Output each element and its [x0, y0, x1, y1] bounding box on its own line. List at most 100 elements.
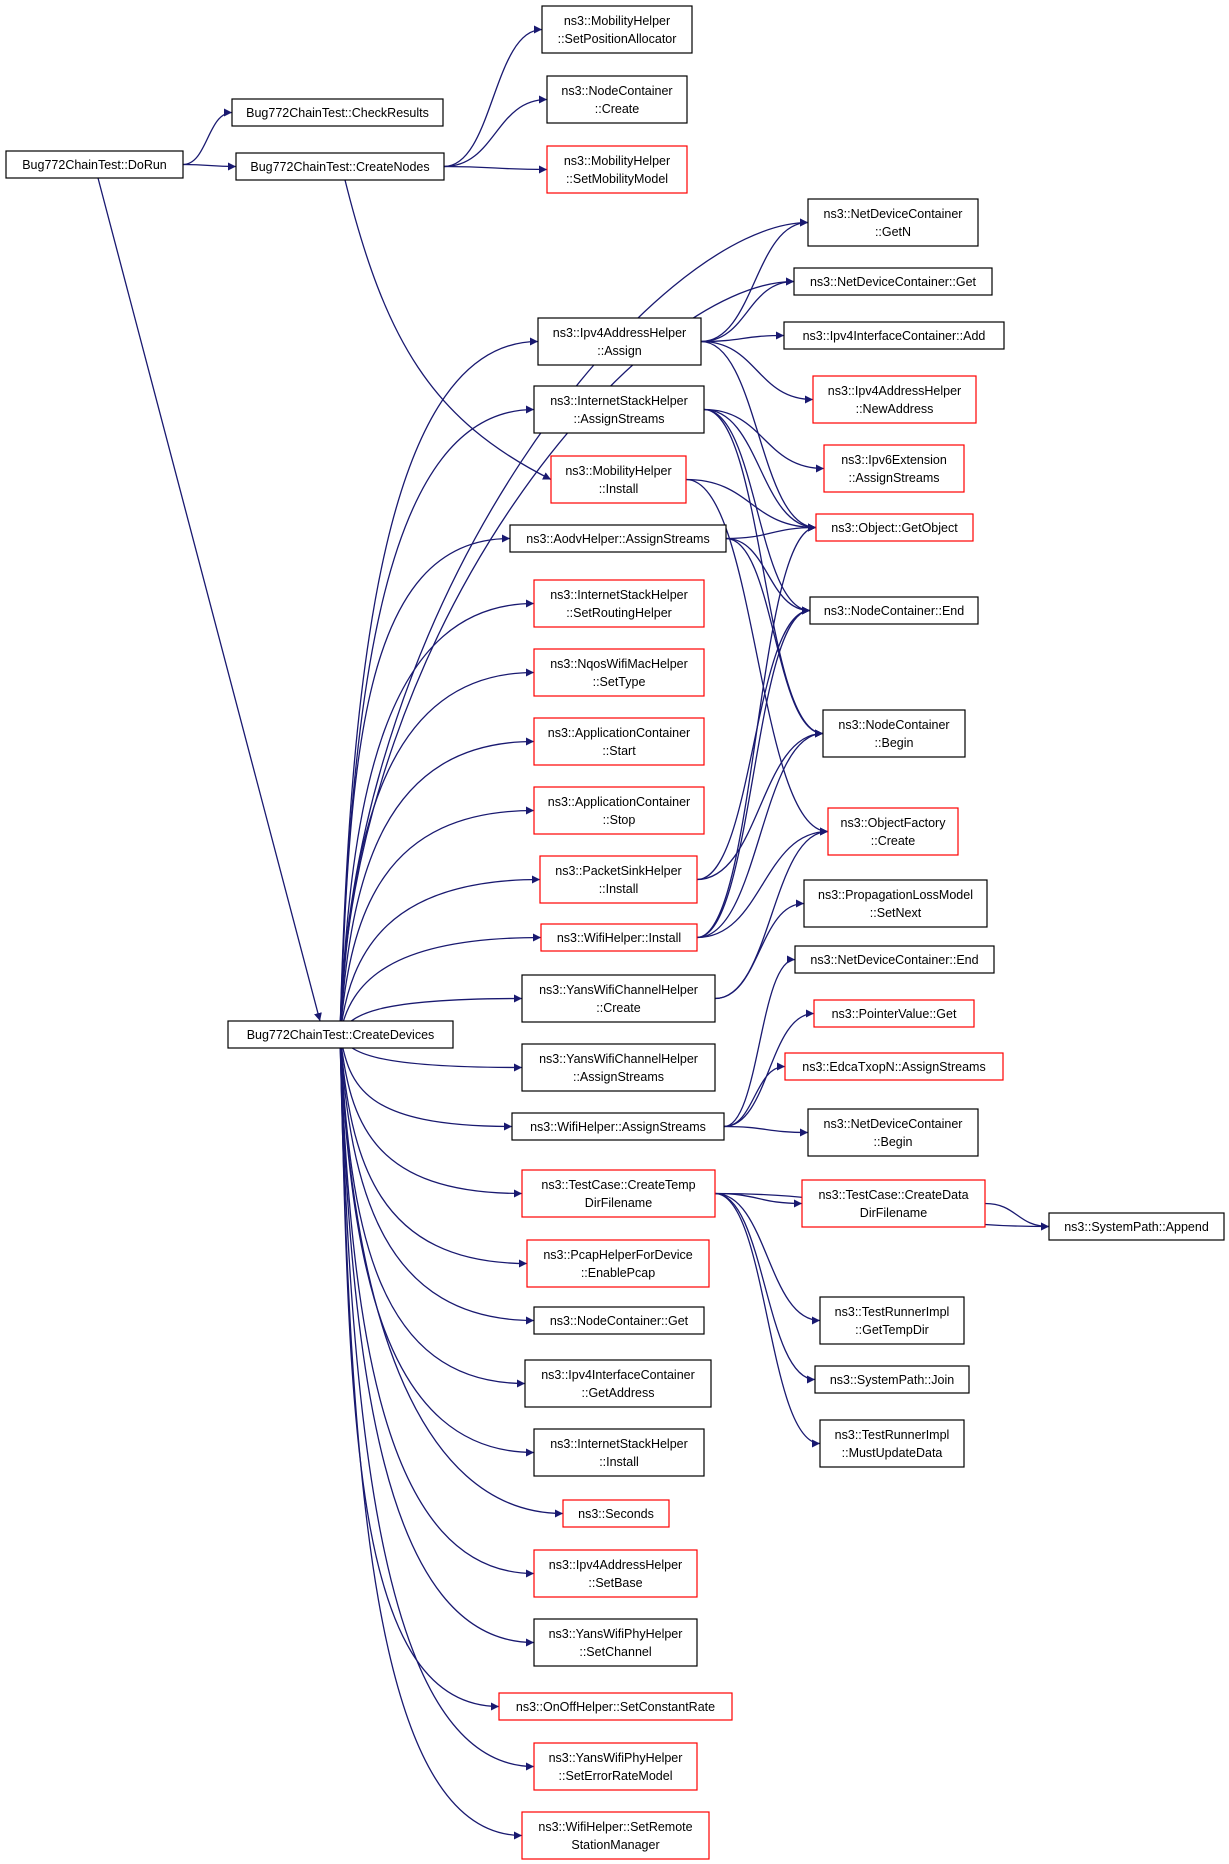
- node-mob_install[interactable]: ns3::MobilityHelper::Install: [550, 455, 687, 504]
- node-ywch_assign[interactable]: ns3::YansWifiChannelHelper::AssignStream…: [521, 1043, 716, 1092]
- edge-ish_assignstreams-to-obj_getobject: [703, 408, 817, 532]
- node-app_start[interactable]: ns3::ApplicationContainer::Start: [533, 717, 705, 766]
- node-box-mob_setpos: [541, 5, 693, 54]
- node-nc_get[interactable]: ns3::NodeContainer::Get: [533, 1306, 705, 1335]
- node-ywch_create[interactable]: ns3::YansWifiChannelHelper::Create: [521, 974, 716, 1023]
- edge-ish_assignstreams-to-ipv6ext_assign: [703, 408, 825, 473]
- node-onoff_setrate[interactable]: ns3::OnOffHelper::SetConstantRate: [498, 1692, 733, 1721]
- node-tri_gettemp[interactable]: ns3::TestRunnerImpl::GetTempDir: [819, 1296, 965, 1345]
- node-ish_assignstreams[interactable]: ns3::InternetStackHelper::AssignStreams: [533, 385, 705, 434]
- node-ndc_get[interactable]: ns3::NetDeviceContainer::Get: [793, 267, 993, 296]
- edge-createdevices-to-ywph_seterror: [339, 1034, 535, 1771]
- edge-ipv4addr_assign-to-ipv4ic_add: [700, 331, 785, 343]
- edge-createdevices-to-ipv4addr_assign: [339, 337, 539, 1036]
- node-sp_join[interactable]: ns3::SystemPath::Join: [814, 1365, 970, 1394]
- node-label-pcap_enable-1: ::EnablePcap: [581, 1266, 655, 1280]
- node-ipv4addr_newaddr[interactable]: ns3::Ipv4AddressHelper::NewAddress: [812, 375, 977, 424]
- node-box-wifi_assign: [511, 1112, 725, 1141]
- node-label-ywph_setchannel-0: ns3::YansWifiPhyHelper: [549, 1627, 683, 1641]
- node-wifi_assign[interactable]: ns3::WifiHelper::AssignStreams: [511, 1112, 725, 1141]
- node-label-ndc_getn-0: ns3::NetDeviceContainer: [824, 207, 963, 221]
- node-objfac_create[interactable]: ns3::ObjectFactory::Create: [827, 807, 959, 856]
- node-label-nc_begin-1: ::Begin: [875, 736, 914, 750]
- node-ywph_seterror[interactable]: ns3::YansWifiPhyHelper::SetErrorRateMode…: [533, 1742, 698, 1791]
- node-seconds[interactable]: ns3::Seconds: [562, 1499, 670, 1528]
- node-box-nc_create: [546, 75, 688, 124]
- node-mob_setmodel[interactable]: ns3::MobilityHelper::SetMobilityModel: [546, 145, 688, 194]
- node-createnodes[interactable]: Bug772ChainTest::CreateNodes: [235, 152, 445, 181]
- node-ipv4ic_getaddr[interactable]: ns3::Ipv4InterfaceContainer::GetAddress: [524, 1359, 712, 1408]
- node-mob_setpos[interactable]: ns3::MobilityHelper::SetPositionAllocato…: [541, 5, 693, 54]
- node-nc_end[interactable]: ns3::NodeContainer::End: [809, 596, 979, 625]
- node-ndc_end[interactable]: ns3::NetDeviceContainer::End: [794, 945, 995, 974]
- node-box-seconds: [562, 1499, 670, 1528]
- node-sp_append[interactable]: ns3::SystemPath::Append: [1048, 1212, 1225, 1241]
- nodes-layer: Bug772ChainTest::DoRunBug772ChainTest::C…: [5, 5, 1225, 1860]
- node-plm_setnext[interactable]: ns3::PropagationLossModel::SetNext: [803, 879, 988, 928]
- node-wifi_install[interactable]: ns3::WifiHelper::Install: [540, 923, 698, 952]
- node-checkresults[interactable]: Bug772ChainTest::CheckResults: [231, 98, 444, 127]
- node-label-ipv4ic_getaddr-1: ::GetAddress: [582, 1386, 655, 1400]
- node-edca_assign[interactable]: ns3::EdcaTxopN::AssignStreams: [784, 1052, 1004, 1081]
- node-tri_mustupdate[interactable]: ns3::TestRunnerImpl::MustUpdateData: [819, 1419, 965, 1468]
- node-createdevices[interactable]: Bug772ChainTest::CreateDevices: [227, 1020, 454, 1049]
- node-box-wifi_install: [540, 923, 698, 952]
- node-label-tri_mustupdate-0: ns3::TestRunnerImpl: [835, 1428, 950, 1442]
- node-label-obj_getobject-0: ns3::Object::GetObject: [831, 521, 958, 535]
- node-label-tri_gettemp-0: ns3::TestRunnerImpl: [835, 1305, 950, 1319]
- node-label-tc_createtemp-1: DirFilename: [585, 1196, 652, 1210]
- edge-createdevices-to-aodv_assign: [339, 534, 511, 1036]
- node-dorun: Bug772ChainTest::DoRun: [5, 150, 184, 179]
- node-ipv6ext_assign[interactable]: ns3::Ipv6Extension::AssignStreams: [823, 444, 965, 493]
- edge-tc_createdata-to-sp_append: [984, 1202, 1050, 1231]
- node-ipv4ic_add[interactable]: ns3::Ipv4InterfaceContainer::Add: [783, 321, 1005, 350]
- node-ish_setrouting[interactable]: ns3::InternetStackHelper::SetRoutingHelp…: [533, 579, 705, 628]
- node-ipv4addr_assign[interactable]: ns3::Ipv4AddressHelper::Assign: [537, 317, 702, 366]
- node-nqos_settype[interactable]: ns3::NqosWifiMacHelper::SetType: [533, 648, 705, 697]
- node-obj_getobject[interactable]: ns3::Object::GetObject: [815, 513, 974, 542]
- node-box-ywph_seterror: [533, 1742, 698, 1791]
- node-ndc_begin[interactable]: ns3::NetDeviceContainer::Begin: [807, 1108, 979, 1157]
- node-label-nc_get-0: ns3::NodeContainer::Get: [550, 1314, 689, 1328]
- node-box-ipv6ext_assign: [823, 444, 965, 493]
- node-app_stop[interactable]: ns3::ApplicationContainer::Stop: [533, 786, 705, 835]
- node-box-createdevices: [227, 1020, 454, 1049]
- node-label-ipv4addr_setbase-1: ::SetBase: [588, 1576, 642, 1590]
- node-label-mob_install-1: ::Install: [599, 482, 639, 496]
- node-ipv4addr_setbase[interactable]: ns3::Ipv4AddressHelper::SetBase: [533, 1549, 698, 1598]
- node-ish_install[interactable]: ns3::InternetStackHelper::Install: [533, 1428, 705, 1477]
- node-label-nc_create-1: ::Create: [595, 102, 640, 116]
- node-label-ish_install-1: ::Install: [599, 1455, 639, 1469]
- node-box-ish_install: [533, 1428, 705, 1477]
- edge-createnodes-to-mob_setmodel: [443, 165, 548, 174]
- edge-createdevices-to-onoff_setrate: [339, 1034, 500, 1711]
- node-pv_get[interactable]: ns3::PointerValue::Get: [813, 999, 975, 1028]
- node-ywph_setchannel[interactable]: ns3::YansWifiPhyHelper::SetChannel: [533, 1618, 698, 1667]
- node-box-pv_get: [813, 999, 975, 1028]
- node-aodv_assign[interactable]: ns3::AodvHelper::AssignStreams: [509, 524, 727, 553]
- node-label-ipv4addr_setbase-0: ns3::Ipv4AddressHelper: [549, 1558, 682, 1572]
- edge-createdevices-to-seconds: [339, 1034, 564, 1518]
- node-psink_install[interactable]: ns3::PacketSinkHelper::Install: [539, 855, 698, 904]
- node-nc_begin[interactable]: ns3::NodeContainer::Begin: [822, 709, 966, 758]
- edge-ipv4addr_assign-to-ndc_getn: [700, 218, 809, 343]
- node-box-nc_end: [809, 596, 979, 625]
- node-box-sp_join: [814, 1365, 970, 1394]
- node-label-ish_assignstreams-1: ::AssignStreams: [573, 412, 664, 426]
- node-label-edca_assign-0: ns3::EdcaTxopN::AssignStreams: [802, 1060, 985, 1074]
- node-pcap_enable[interactable]: ns3::PcapHelperForDevice::EnablePcap: [526, 1239, 710, 1288]
- node-ndc_getn[interactable]: ns3::NetDeviceContainer::GetN: [807, 198, 979, 247]
- node-box-tc_createdata: [801, 1179, 986, 1228]
- node-label-ywch_assign-1: ::AssignStreams: [573, 1070, 664, 1084]
- node-label-tc_createdata-1: DirFilename: [860, 1206, 927, 1220]
- edge-createdevices-to-wifi_setremote: [339, 1034, 523, 1840]
- node-nc_create[interactable]: ns3::NodeContainer::Create: [546, 75, 688, 124]
- node-label-app_start-1: ::Start: [602, 744, 636, 758]
- edge-createdevices-to-psink_install: [339, 875, 541, 1036]
- node-label-aodv_assign-0: ns3::AodvHelper::AssignStreams: [526, 532, 709, 546]
- node-box-ipv4addr_assign: [537, 317, 702, 366]
- node-box-wifi_setremote: [521, 1811, 710, 1860]
